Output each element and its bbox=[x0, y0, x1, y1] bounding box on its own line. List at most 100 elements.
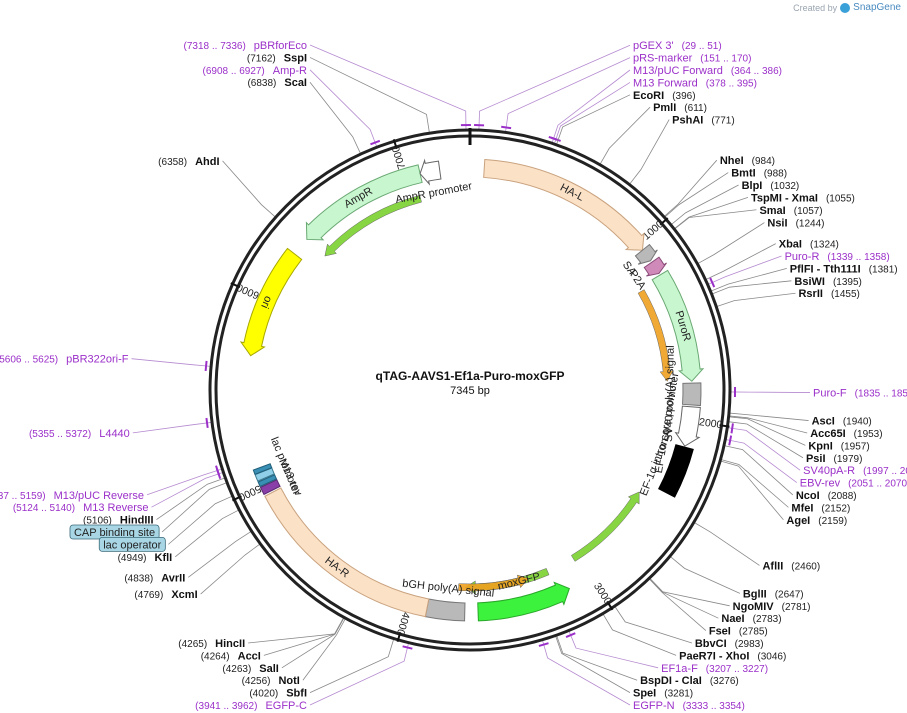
enzyme-name: PaeR7I - XhoI bbox=[679, 650, 749, 662]
enzyme-site[interactable]: HincII(4265) bbox=[178, 638, 245, 650]
feature-label-ori: ori bbox=[258, 294, 274, 310]
primer-site[interactable]: M13 Reverse(5124 .. 5140) bbox=[13, 502, 149, 514]
primer-name: L4440 bbox=[99, 428, 130, 440]
enzyme-site[interactable]: AflII(2460) bbox=[762, 560, 820, 572]
enzyme-name: AccI bbox=[238, 650, 261, 662]
enzyme-site[interactable]: KpnI(1957) bbox=[808, 440, 869, 452]
feature-m13-rev[interactable] bbox=[259, 479, 281, 496]
feature-p2a[interactable] bbox=[643, 256, 667, 277]
enzyme-position: (611) bbox=[684, 103, 707, 114]
primer-site[interactable]: M13 Forward(378 .. 395) bbox=[633, 77, 757, 89]
primer-site[interactable]: EGFP-C(3941 .. 3962) bbox=[195, 700, 307, 712]
enzyme-site[interactable]: AvrII(4838) bbox=[124, 572, 185, 584]
primer-site[interactable]: pRS-marker(151 .. 170) bbox=[633, 53, 751, 65]
primer-site[interactable]: L4440(5355 .. 5372) bbox=[29, 428, 130, 440]
enzyme-site[interactable]: NcoI(2088) bbox=[796, 490, 857, 502]
primer-marker bbox=[216, 468, 222, 479]
primer-site[interactable]: SV40pA-R(1997 .. 2016) bbox=[803, 465, 907, 477]
primer-name: EF1a-F bbox=[661, 663, 698, 675]
feature-lac-operator[interactable] bbox=[257, 474, 278, 488]
feature-ampr-promoter[interactable] bbox=[419, 158, 442, 186]
leader-line bbox=[555, 94, 631, 146]
enzyme-site[interactable]: BmtI(988) bbox=[731, 168, 787, 180]
enzyme-site[interactable]: PmlI(611) bbox=[653, 102, 707, 114]
feature-ampr[interactable] bbox=[305, 164, 423, 241]
enzyme-site[interactable]: FseI(2785) bbox=[709, 626, 768, 638]
feature-cap-binding-site[interactable] bbox=[252, 463, 273, 475]
enzyme-site[interactable]: RsrII(1455) bbox=[798, 288, 859, 300]
feature-ha-l[interactable] bbox=[483, 158, 645, 251]
enzyme-site[interactable]: NheI(984) bbox=[720, 155, 775, 167]
leader-line bbox=[648, 576, 730, 607]
feature-bgh-poly-a-signal[interactable] bbox=[424, 598, 466, 622]
enzyme-name: RsrII bbox=[798, 288, 822, 300]
feature-ef-1-intron-a[interactable] bbox=[658, 444, 694, 498]
primer-site[interactable]: pBR322ori-F(5606 .. 5625) bbox=[0, 354, 129, 366]
primer-site[interactable]: M13/pUC Reverse(5137 .. 5159) bbox=[0, 490, 144, 502]
primer-site[interactable]: EF1a-F(3207 .. 3227) bbox=[661, 663, 768, 675]
feature-callout[interactable]: CAP binding site bbox=[69, 524, 160, 540]
enzyme-site[interactable]: AhdI(6358) bbox=[158, 156, 219, 168]
enzyme-site[interactable]: NotI(4256) bbox=[242, 675, 300, 687]
feature-ha-r[interactable] bbox=[264, 487, 430, 618]
enzyme-site[interactable]: BsiWI(1395) bbox=[794, 276, 861, 288]
enzyme-position: (4265) bbox=[178, 639, 207, 650]
enzyme-site[interactable]: AccI(4264) bbox=[201, 650, 261, 662]
inner-arrow-3 bbox=[458, 574, 530, 592]
enzyme-site[interactable]: BspDI - ClaI(3276) bbox=[640, 675, 739, 687]
enzyme-name: Acc65I bbox=[810, 428, 845, 440]
primer-site[interactable]: M13/pUC Forward(364 .. 386) bbox=[633, 65, 782, 77]
enzyme-site[interactable]: ScaI(6838) bbox=[247, 77, 307, 89]
feature-puror[interactable] bbox=[651, 269, 705, 382]
enzyme-site[interactable]: TspMI - XmaI(1055) bbox=[751, 192, 855, 204]
primer-site[interactable]: EBV-rev(2051 .. 2070) bbox=[800, 478, 907, 490]
feature-sv40-poly-a-signal[interactable] bbox=[681, 382, 702, 407]
enzyme-site[interactable]: Acc65I(1953) bbox=[810, 428, 882, 440]
enzyme-site[interactable]: SalI(4263) bbox=[222, 663, 278, 675]
enzyme-site[interactable]: PflFI - Tth111I(1381) bbox=[790, 263, 898, 275]
primer-marker bbox=[501, 125, 512, 130]
enzyme-position: (1979) bbox=[834, 454, 863, 465]
primer-site[interactable]: Puro-F(1835 .. 1855) bbox=[813, 388, 907, 400]
enzyme-site[interactable]: SspI(7162) bbox=[247, 52, 307, 64]
primer-site[interactable]: pBRforEco(7318 .. 7336) bbox=[184, 40, 307, 52]
enzyme-site[interactable]: BglII(2647) bbox=[743, 588, 804, 600]
enzyme-position: (4838) bbox=[124, 573, 153, 584]
feature-sa[interactable] bbox=[634, 243, 658, 265]
enzyme-site[interactable]: SpeI(3281) bbox=[633, 688, 693, 700]
primer-name: M13/pUC Reverse bbox=[54, 490, 144, 502]
enzyme-site[interactable]: BlpI(1032) bbox=[742, 180, 800, 192]
enzyme-site[interactable]: PaeR7I - XhoI (3046) bbox=[679, 650, 786, 662]
primer-name: M13 Reverse bbox=[83, 502, 148, 514]
feature-moxgfp[interactable] bbox=[477, 581, 570, 622]
enzyme-site[interactable]: SmaI(1057) bbox=[759, 205, 822, 217]
feature-callout[interactable]: lac operator bbox=[98, 536, 166, 552]
enzyme-site[interactable]: NaeI(2783) bbox=[721, 613, 781, 625]
primer-site[interactable]: pGEX 3'(29 .. 51) bbox=[633, 40, 722, 52]
primer-site[interactable]: Puro-R(1339 .. 1358) bbox=[785, 251, 890, 263]
leader-line bbox=[673, 196, 749, 230]
primer-site[interactable]: EGFP-N(3333 .. 3354) bbox=[633, 700, 745, 712]
enzyme-site[interactable]: AgeI(2159) bbox=[786, 515, 847, 527]
enzyme-position: (3046) bbox=[757, 651, 786, 662]
enzyme-site[interactable]: XcmI(4769) bbox=[134, 589, 197, 601]
enzyme-site[interactable]: MfeI(2152) bbox=[791, 502, 850, 514]
enzyme-site[interactable]: HindIII(5106) bbox=[83, 515, 154, 527]
feature-ori[interactable] bbox=[239, 247, 303, 357]
enzyme-site[interactable]: NgoMIV(2781) bbox=[733, 601, 811, 613]
enzyme-site[interactable]: SbfI(4020) bbox=[249, 688, 307, 700]
feature-ef-1-core-promoter[interactable] bbox=[674, 405, 701, 447]
enzyme-site[interactable]: PshAI(771) bbox=[672, 115, 735, 127]
enzyme-site[interactable]: EcoRI(396) bbox=[633, 90, 696, 102]
tick-label: 6000 bbox=[235, 281, 261, 302]
enzyme-site[interactable]: BbvCI(2983) bbox=[695, 638, 764, 650]
enzyme-site[interactable]: AscI(1940) bbox=[812, 416, 872, 428]
leader-line bbox=[601, 612, 677, 656]
enzyme-site[interactable]: PsiI(1979) bbox=[806, 453, 862, 465]
enzyme-site[interactable]: XbaI(1324) bbox=[779, 239, 839, 251]
enzyme-site[interactable]: NsiI(1244) bbox=[767, 218, 824, 230]
primer-site[interactable]: Amp-R(6908 .. 6927) bbox=[203, 65, 308, 77]
enzyme-site[interactable]: KflI(4949) bbox=[118, 552, 173, 564]
enzyme-position: (4020) bbox=[249, 689, 278, 700]
